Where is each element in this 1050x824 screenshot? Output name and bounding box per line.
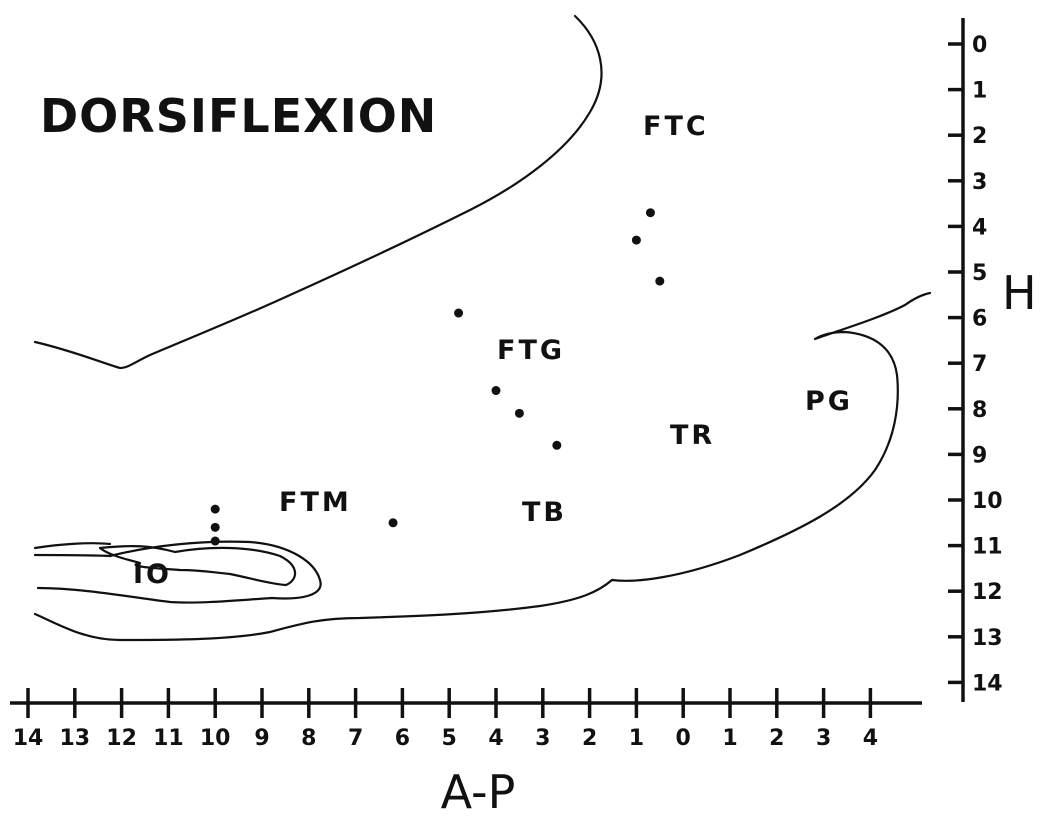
ap-tick-label: 0 — [676, 726, 691, 751]
h-tick-label: 10 — [972, 489, 1003, 514]
stimulation-site-point — [454, 308, 464, 318]
h-tick-label: 11 — [972, 535, 1003, 560]
stimulation-site-point — [631, 235, 641, 245]
ap-tick-label: 1 — [722, 726, 737, 751]
label-pg: PG — [805, 386, 853, 417]
stimulation-sites — [210, 208, 665, 546]
lower-boundary-outline — [33, 291, 932, 642]
ap-tick-label: 11 — [153, 726, 184, 751]
h-tick-label: 3 — [972, 170, 987, 195]
h-tick-label: 13 — [972, 626, 1003, 651]
stimulation-site-point — [210, 504, 220, 514]
stimulation-site-point — [210, 522, 220, 532]
stimulation-site-point — [210, 536, 220, 546]
h-tick-label: 1 — [972, 79, 987, 104]
h-tick-label: 5 — [972, 261, 987, 286]
label-ftc: FTC — [643, 111, 709, 142]
stimulation-site-point — [645, 208, 655, 218]
h-tick-label: 7 — [972, 352, 987, 377]
label-tb: TB — [522, 497, 567, 528]
ap-tick-label: 1 — [629, 726, 644, 751]
h-tick-label: 0 — [972, 33, 987, 58]
ap-tick-label: 5 — [442, 726, 457, 751]
ap-tick-label: 2 — [769, 726, 784, 751]
h-axis-title: H — [1002, 266, 1037, 320]
ap-tick-label: 13 — [59, 726, 90, 751]
ap-tick-label: 12 — [106, 726, 137, 751]
inferior-olive-outline — [33, 540, 322, 604]
h-tick-label: 4 — [972, 215, 987, 240]
ap-tick-label: 14 — [13, 726, 44, 751]
h-tick-label: 6 — [972, 307, 987, 332]
ap-tick-label: 6 — [395, 726, 410, 751]
ap-tick-label: 3 — [816, 726, 831, 751]
label-tr: TR — [670, 420, 715, 451]
ap-tick-label: 7 — [348, 726, 363, 751]
ap-tick-label: 9 — [254, 726, 269, 751]
stimulation-site-point — [491, 386, 501, 396]
ap-tick-label: 4 — [488, 726, 503, 751]
h-tick-label: 8 — [972, 398, 987, 423]
h-tick-label: 9 — [972, 443, 987, 468]
upper-boundary-outline — [33, 14, 603, 370]
label-ftm: FTM — [279, 487, 352, 518]
label-io: IO — [133, 559, 172, 590]
h-tick-label: 2 — [972, 124, 987, 149]
ap-tick-label: 8 — [301, 726, 316, 751]
ap-tick-label: 2 — [582, 726, 597, 751]
label-ftg: FTG — [497, 335, 565, 366]
ap-axis-title: A-P — [441, 765, 516, 819]
h-tick-label: 14 — [972, 671, 1003, 696]
stimulation-site-point — [655, 276, 665, 286]
stimulation-site-point — [388, 518, 398, 528]
ap-tick-label: 10 — [200, 726, 231, 751]
ap-tick-label: 4 — [863, 726, 878, 751]
ap-tick-label: 3 — [535, 726, 550, 751]
stimulation-site-point — [514, 408, 524, 418]
figure-title: DORSIFLEXION — [40, 89, 437, 143]
h-tick-label: 12 — [972, 580, 1003, 605]
stimulation-site-point — [552, 440, 562, 450]
